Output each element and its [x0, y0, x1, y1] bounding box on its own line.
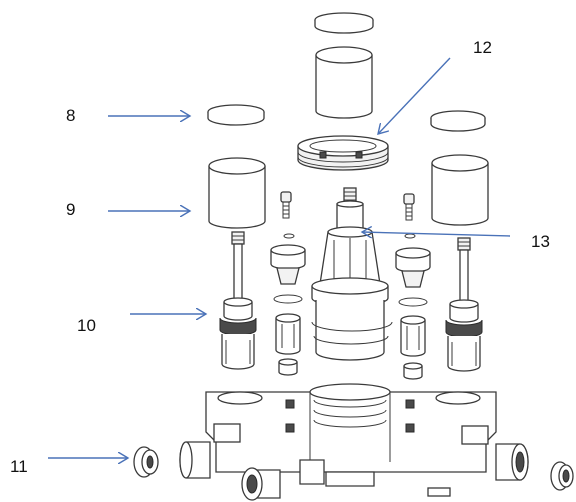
right-seat — [403, 362, 423, 380]
left-sleeve — [208, 157, 266, 229]
callout-arrow-13 — [362, 232, 511, 236]
right-end-fitting — [550, 461, 574, 491]
right-seal-ring — [430, 110, 486, 132]
callout-label-12: 12 — [473, 38, 492, 57]
callout-label-9: 9 — [66, 200, 76, 219]
right-screw — [403, 193, 415, 221]
small-o-ring — [404, 233, 416, 239]
right-sleeve — [431, 154, 489, 226]
callout-arrow-12 — [378, 57, 451, 134]
left-screw — [280, 191, 292, 219]
right-check-valve — [395, 247, 431, 288]
valve-body — [179, 383, 529, 501]
callout-label-8: 8 — [66, 106, 76, 125]
left-cage — [275, 313, 301, 355]
threaded-retaining-nut — [297, 135, 389, 171]
left-seal-ring — [207, 104, 265, 126]
left-seat — [278, 358, 298, 376]
callout-label-11: 11 — [10, 457, 28, 476]
right-cage — [400, 315, 426, 357]
top-seal-ring — [314, 12, 374, 34]
left-end-fitting — [133, 446, 159, 478]
seal-washer — [398, 297, 428, 307]
callout-label-13: 13 — [531, 232, 550, 251]
center-sleeve — [315, 46, 373, 119]
seal-washer — [273, 294, 303, 304]
left-check-valve — [270, 244, 306, 285]
left-stem-cartridge — [219, 231, 257, 370]
center-cartridge — [311, 187, 393, 361]
right-stem-cartridge — [445, 237, 483, 372]
callout-label-10: 10 — [77, 316, 96, 335]
small-o-ring — [283, 233, 295, 239]
